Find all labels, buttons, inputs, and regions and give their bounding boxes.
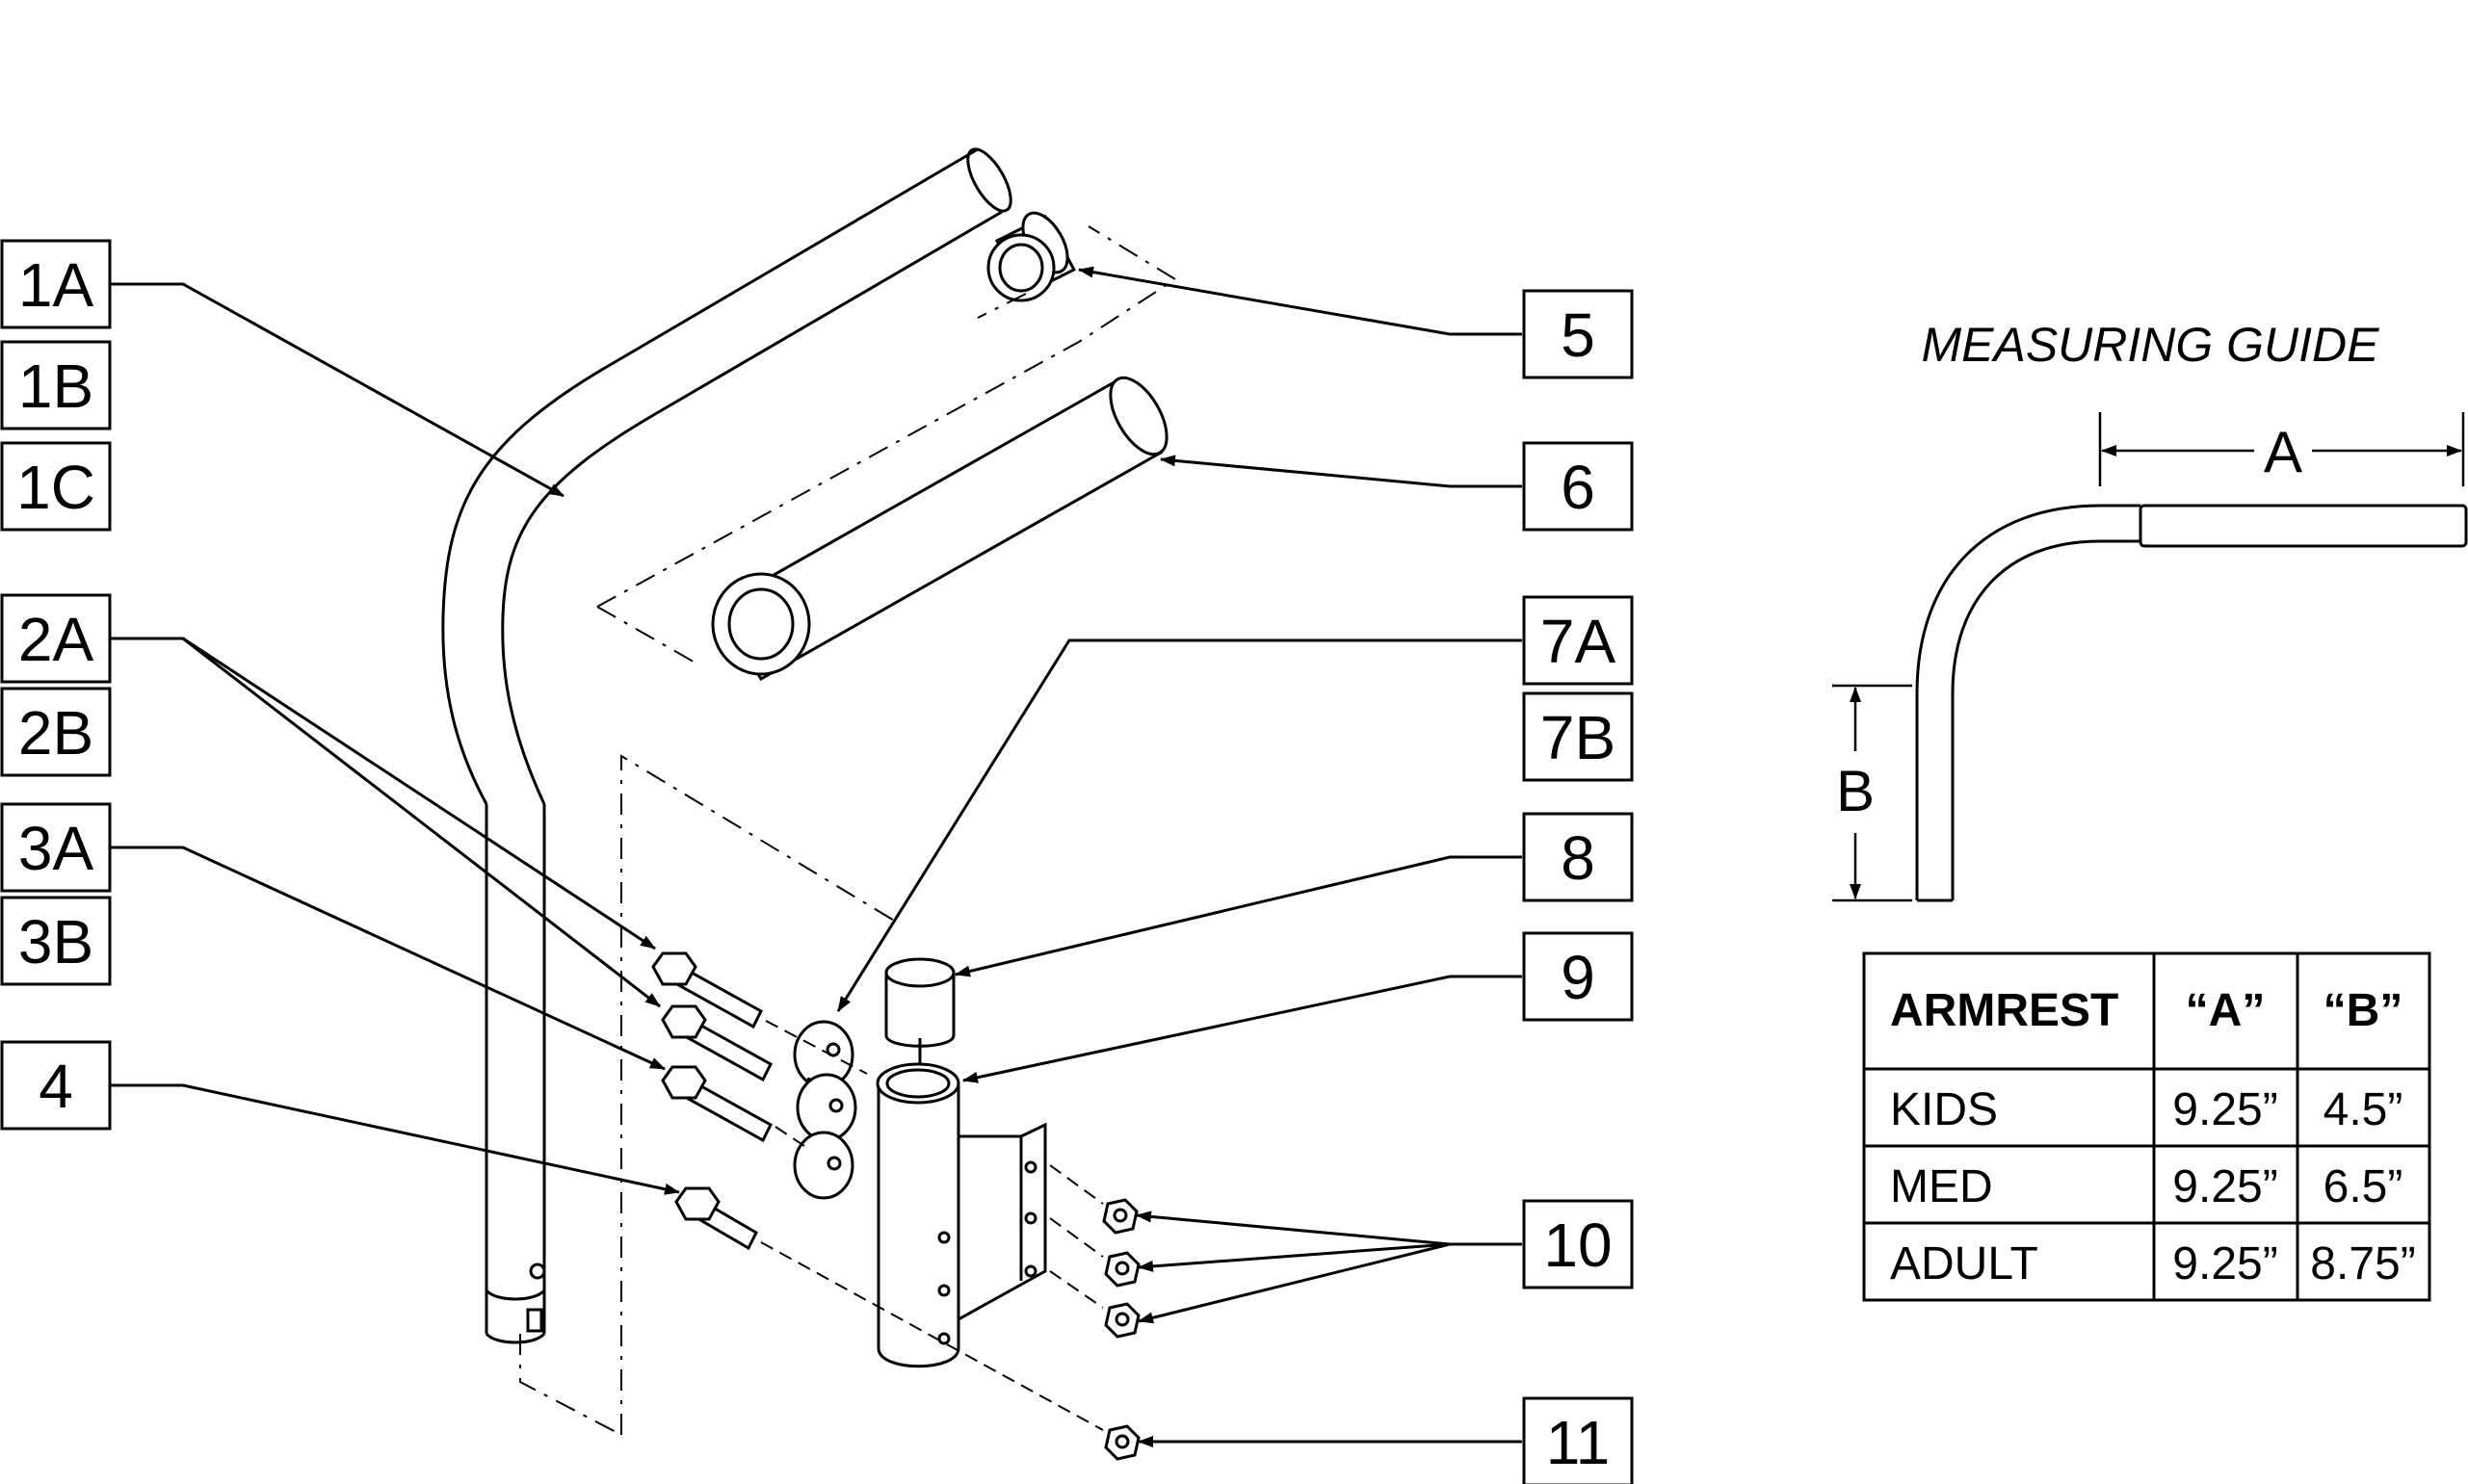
nut-4 — [1104, 1424, 1141, 1461]
nut-3 — [1104, 1302, 1141, 1339]
callout-box-9 — [1522, 931, 1634, 1022]
callout-1c: 1C — [16, 453, 95, 522]
dimension-a — [2098, 412, 2465, 486]
spacer-bottom — [793, 1131, 854, 1200]
callout-4: 4 — [39, 1052, 73, 1121]
dimension-b — [1832, 684, 1912, 902]
callout-box-1b — [0, 340, 112, 430]
callout-7b: 7B — [1540, 703, 1615, 772]
screw-3 — [661, 1065, 773, 1143]
nut-alignment-lines — [760, 1020, 1104, 1431]
callout-box-7b — [1522, 691, 1634, 782]
callout-2a: 2A — [18, 605, 94, 674]
callout-6: 6 — [1561, 453, 1595, 522]
table-cell-kids-b: 4.5” — [2324, 1084, 2403, 1135]
callout-10: 10 — [1543, 1211, 1612, 1280]
size-table-text: ARMREST “A” “B” KIDS 9.25” 4.5” MED 9.25… — [1890, 985, 2416, 1289]
callout-3b: 3B — [18, 907, 93, 976]
callout-7a: 7A — [1540, 607, 1616, 676]
callout-9: 9 — [1561, 943, 1595, 1012]
pad-alignment-lines — [596, 225, 1177, 665]
callout-box-1c — [0, 441, 112, 532]
bushing — [884, 957, 956, 1079]
callout-box-8 — [1522, 812, 1634, 902]
callout-box-1a — [0, 239, 112, 329]
table-header-a: “A” — [2186, 985, 2266, 1036]
callout-8: 8 — [1561, 823, 1595, 893]
table-cell-med-b: 6.5” — [2324, 1161, 2403, 1212]
callout-box-3b — [0, 896, 112, 986]
table-cell-adult-a: 9.25” — [2172, 1238, 2277, 1289]
table-cell-kids-a: 9.25” — [2172, 1084, 2277, 1135]
table-cell-adult: ADULT — [1890, 1238, 2038, 1289]
callout-2b: 2B — [18, 698, 93, 768]
screws — [651, 951, 773, 1251]
callout-box-6 — [1522, 441, 1634, 532]
table-cell-kids: KIDS — [1890, 1084, 1998, 1135]
screw-2a — [651, 951, 763, 1029]
nut-2 — [1104, 1251, 1141, 1288]
spacers — [793, 1020, 857, 1200]
callout-11: 11 — [1546, 1408, 1610, 1477]
spacer-top — [793, 1020, 854, 1095]
callout-box-3a — [0, 802, 112, 893]
callout-1b: 1B — [18, 351, 93, 421]
table-header-armrest: ARMREST — [1890, 985, 2118, 1036]
callout-box-11 — [1522, 1396, 1634, 1484]
nut-1 — [1102, 1198, 1139, 1235]
callout-box-5 — [1522, 289, 1634, 379]
measuring-guide-tube — [1915, 504, 2468, 902]
dimension-a-label: A — [2264, 420, 2302, 484]
table-cell-med-a: 9.25” — [2172, 1161, 2277, 1212]
spacer-middle — [796, 1073, 857, 1142]
callout-3a: 3A — [18, 814, 94, 883]
end-cap — [986, 211, 1077, 302]
callout-labels: 1A 1B 1C 2A 2B 3A 3B 4 5 6 7A 7B 8 9 10 … — [16, 250, 1615, 1477]
measuring-guide-title: MEASURING GUIDE — [1921, 318, 2379, 372]
table-cell-med: MED — [1890, 1161, 1993, 1212]
armrest-tube — [441, 147, 1012, 1344]
callout-5: 5 — [1561, 300, 1595, 370]
dimension-b-label: B — [1836, 759, 1875, 823]
callout-box-2b — [0, 687, 112, 777]
callout-box-7a — [1522, 595, 1634, 686]
nuts — [1102, 1198, 1141, 1461]
leader-lines — [111, 266, 1522, 1447]
screw-4 — [674, 1186, 758, 1251]
callout-box-4 — [0, 1040, 112, 1131]
screw-2b — [661, 1004, 773, 1082]
callout-1a: 1A — [18, 250, 94, 320]
receiver-bracket — [876, 1062, 1047, 1368]
callout-boxes — [0, 239, 1634, 1484]
table-header-b: “B” — [2324, 985, 2403, 1036]
table-cell-adult-b: 8.75” — [2310, 1238, 2415, 1289]
size-table — [1862, 951, 2431, 1302]
callout-box-10 — [1522, 1199, 1634, 1289]
arm-pad — [711, 376, 1168, 682]
callout-box-2a — [0, 593, 112, 684]
